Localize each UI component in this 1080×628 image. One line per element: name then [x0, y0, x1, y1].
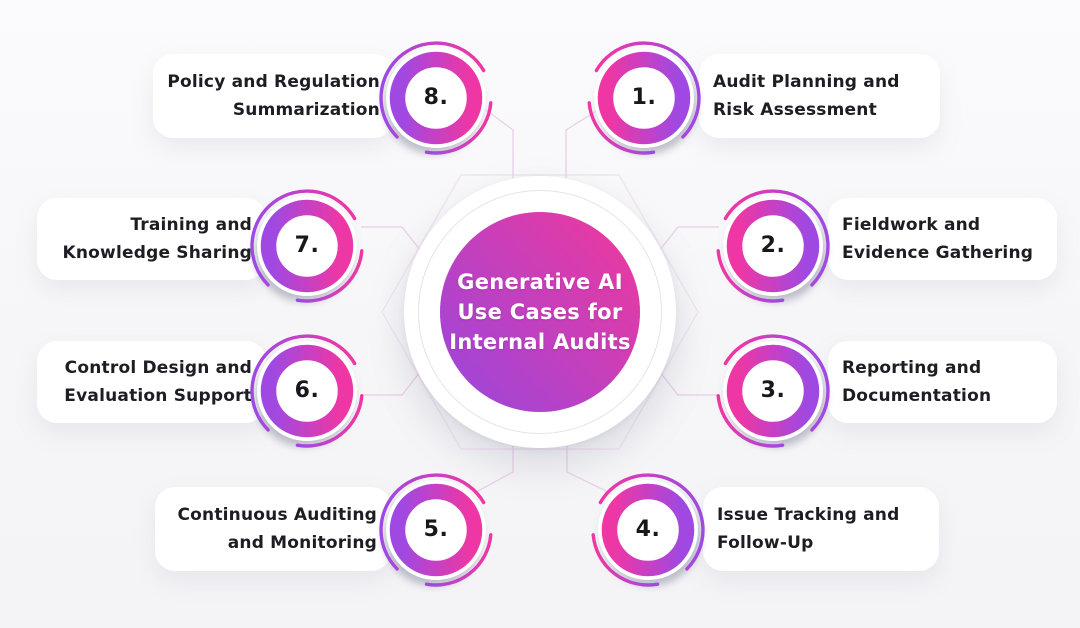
- node-label-line: Evidence Gathering: [842, 243, 1034, 263]
- node-number: 7.: [294, 233, 320, 258]
- center-title-line: Generative AI: [457, 270, 623, 294]
- node-number: 8.: [423, 85, 449, 110]
- node-label-line: Audit Planning and: [713, 72, 900, 92]
- node-label-line: Risk Assessment: [713, 100, 877, 120]
- node-label-line: Issue Tracking and: [717, 505, 900, 525]
- node-label-line: Training and: [130, 215, 252, 235]
- connector-line: [361, 371, 421, 396]
- node-label-line: Documentation: [842, 386, 992, 406]
- connector-line: [659, 371, 719, 396]
- node-number: 5.: [423, 517, 449, 542]
- node-card-1: Audit Planning and Risk Assessment: [699, 54, 940, 138]
- center-title-line: Internal Audits: [449, 330, 631, 354]
- connector-line: [658, 226, 719, 252]
- node-card-2: Fieldwork and Evidence Gathering: [828, 198, 1057, 280]
- node-label-line: Reporting and: [842, 358, 982, 378]
- node-label-line: Summarization: [232, 100, 380, 120]
- center-circle: Generative AI Use Cases for Internal Aud…: [440, 212, 640, 412]
- connector-line: [361, 226, 422, 252]
- connector-line: [475, 446, 514, 493]
- hexagon-outline: [381, 174, 699, 450]
- node-card-5: Continuous Auditing and Monitoring: [155, 487, 391, 571]
- node-label-line: Control Design and: [64, 358, 252, 378]
- node-label-line: and Monitoring: [227, 533, 377, 553]
- node-label-line: Fieldwork and: [842, 215, 981, 235]
- node-card-4: Issue Tracking and Follow-Up: [703, 487, 939, 571]
- node-number: 2.: [760, 233, 786, 258]
- center-title: Generative AI Use Cases for Internal Aud…: [449, 267, 631, 357]
- node-number: 1.: [631, 85, 657, 110]
- node-card-8: Policy and Regulation Summarization: [153, 54, 394, 138]
- node-label-line: Policy and Regulation: [167, 72, 380, 92]
- center-circle-ring: [418, 190, 662, 434]
- node-label-line: Knowledge Sharing: [62, 243, 252, 263]
- node-card-7: Training and Knowledge Sharing: [37, 198, 266, 280]
- center-title-line: Use Cases for: [457, 300, 623, 324]
- node-label-line: Evaluation Support: [64, 386, 252, 406]
- node-label-line: Follow-Up: [717, 533, 814, 553]
- node-number: 3.: [760, 378, 786, 403]
- node-card-3: Reporting and Documentation: [828, 341, 1057, 423]
- node-card-6: Control Design and Evaluation Support: [37, 341, 266, 423]
- node-number: 6.: [294, 378, 320, 403]
- node-number: 4.: [635, 517, 661, 542]
- connector-line: [566, 446, 609, 493]
- connector-line: [485, 109, 514, 178]
- connector-line: [565, 109, 599, 178]
- node-label-line: Continuous Auditing: [177, 505, 377, 525]
